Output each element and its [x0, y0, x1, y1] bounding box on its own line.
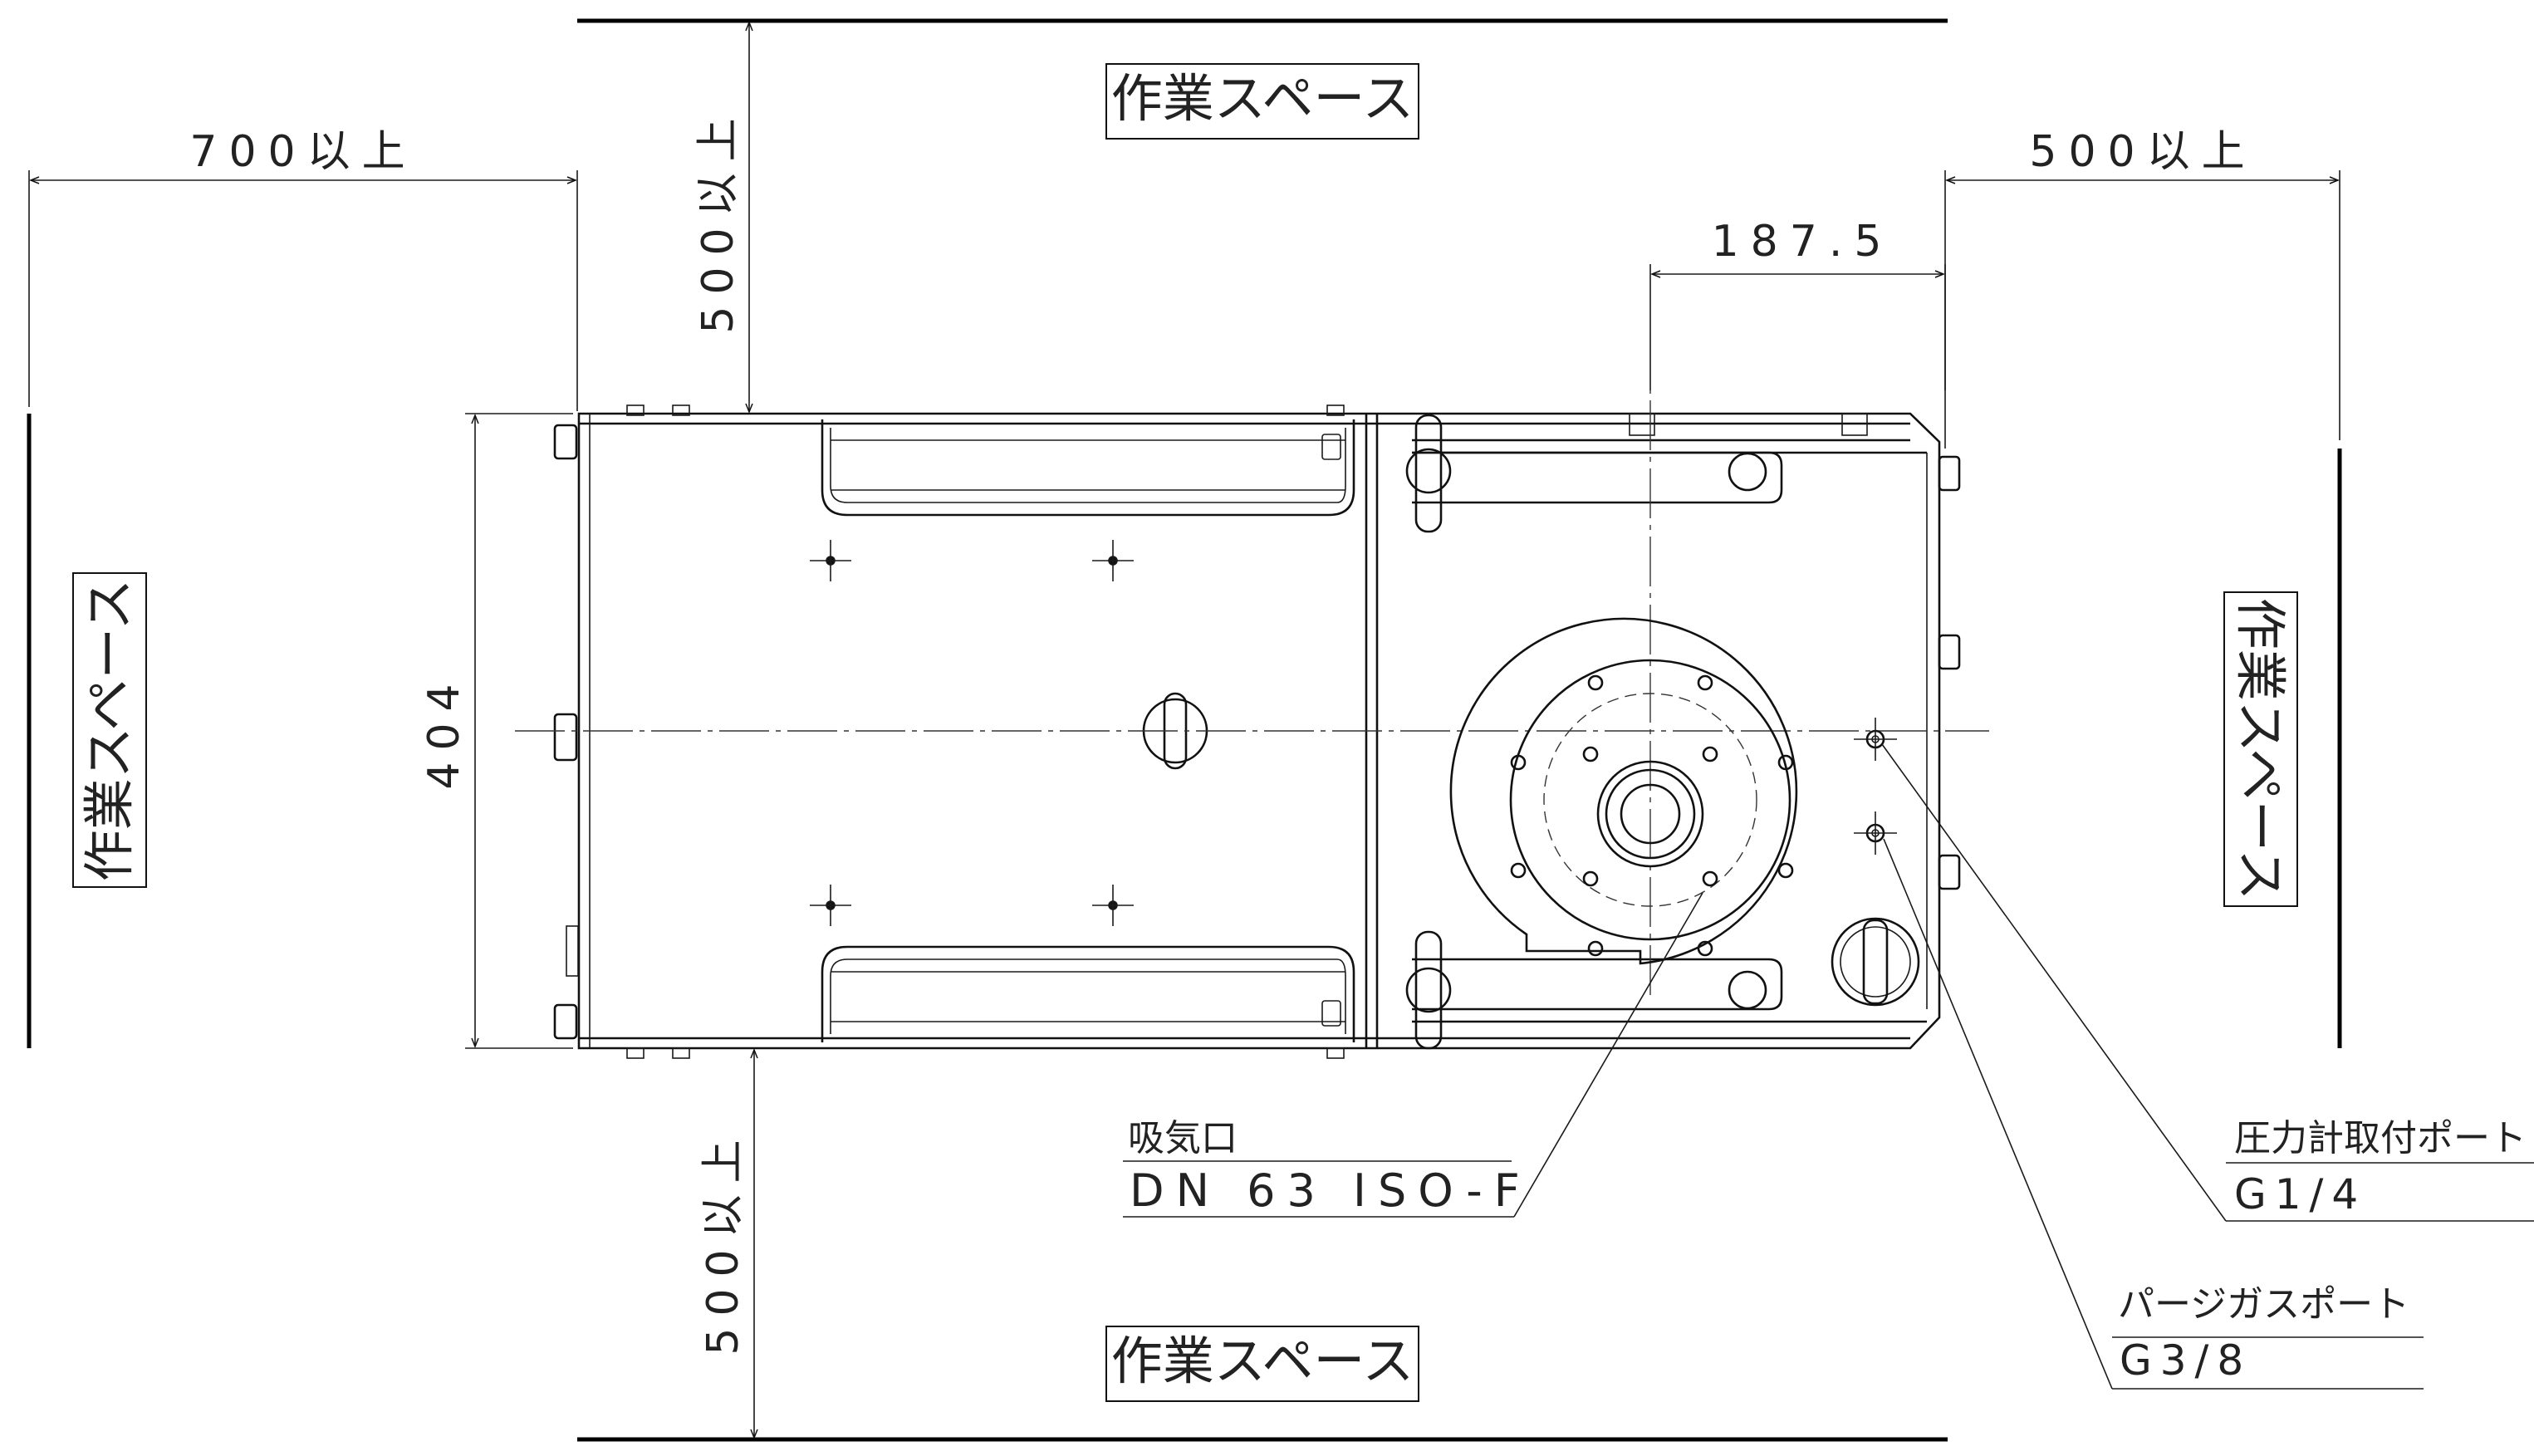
work-space-label-right: 作業スペース [2223, 591, 2298, 907]
drain-plug-icon [1831, 917, 1920, 1007]
gauge-port-callout-title: 圧力計取付ポート [2234, 1117, 2527, 1159]
inlet-flange [1449, 617, 1798, 965]
dim-right-clearance: 500以上 [2029, 127, 2256, 177]
gauge-port-callout-spec: G1/4 [2234, 1170, 2366, 1218]
inlet-callout-spec: DN 63 ISO-F [1130, 1164, 1532, 1217]
svg-text:作業スペース: 作業スペース [2230, 598, 2291, 901]
work-space-label-top: 作業スペース [1105, 63, 1419, 140]
dim-top-clearance: 500以上 [694, 106, 743, 333]
svg-text:作業スペース: 作業スペース [1111, 68, 1414, 129]
purge-port-icon [1854, 811, 1897, 855]
inlet-callout-title: 吸気口 [1128, 1117, 1238, 1159]
pump-body [515, 332, 1989, 1059]
gauge-port-icon [1854, 718, 1897, 761]
dim-height: 404 [419, 672, 469, 789]
dim-port-offset: 187.5 [1712, 217, 1894, 267]
work-space-label-bottom: 作業スペース [1105, 1326, 1419, 1402]
purge-port-callout-title: パージガスポート [2118, 1283, 2409, 1326]
svg-text:作業スペース: 作業スペース [1111, 1331, 1414, 1391]
purge-port-callout-spec: G3/8 [2120, 1336, 2252, 1385]
dim-left-clearance: 700以上 [189, 127, 416, 177]
work-space-label-left: 作業スペース [72, 572, 147, 888]
dim-bottom-clearance: 500以上 [698, 1128, 748, 1355]
svg-text:作業スペース: 作業スペース [79, 579, 140, 882]
